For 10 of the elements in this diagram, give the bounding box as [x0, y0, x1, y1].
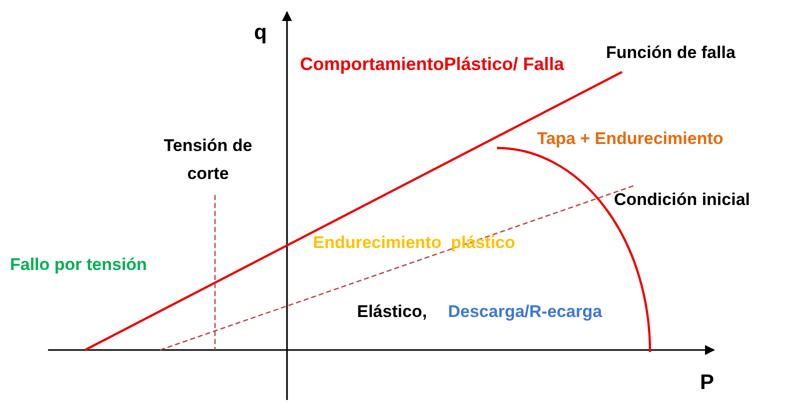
curve-label: Tapa + Endurecimiento [537, 128, 724, 150]
curve-label: Condición inicial [614, 189, 750, 211]
region-label: ComportamientoPlástico/ Falla [300, 53, 566, 76]
axis-label: P [700, 372, 714, 394]
axis-label: q [254, 22, 267, 44]
curve-label: Función de falla [606, 42, 736, 64]
curve-label: Tensión de corte [162, 135, 254, 185]
region-label: Fallo por tensión [10, 254, 147, 276]
region-label: Descarga/R-ecarga [448, 301, 602, 323]
region-label: Elástico, [357, 301, 427, 323]
